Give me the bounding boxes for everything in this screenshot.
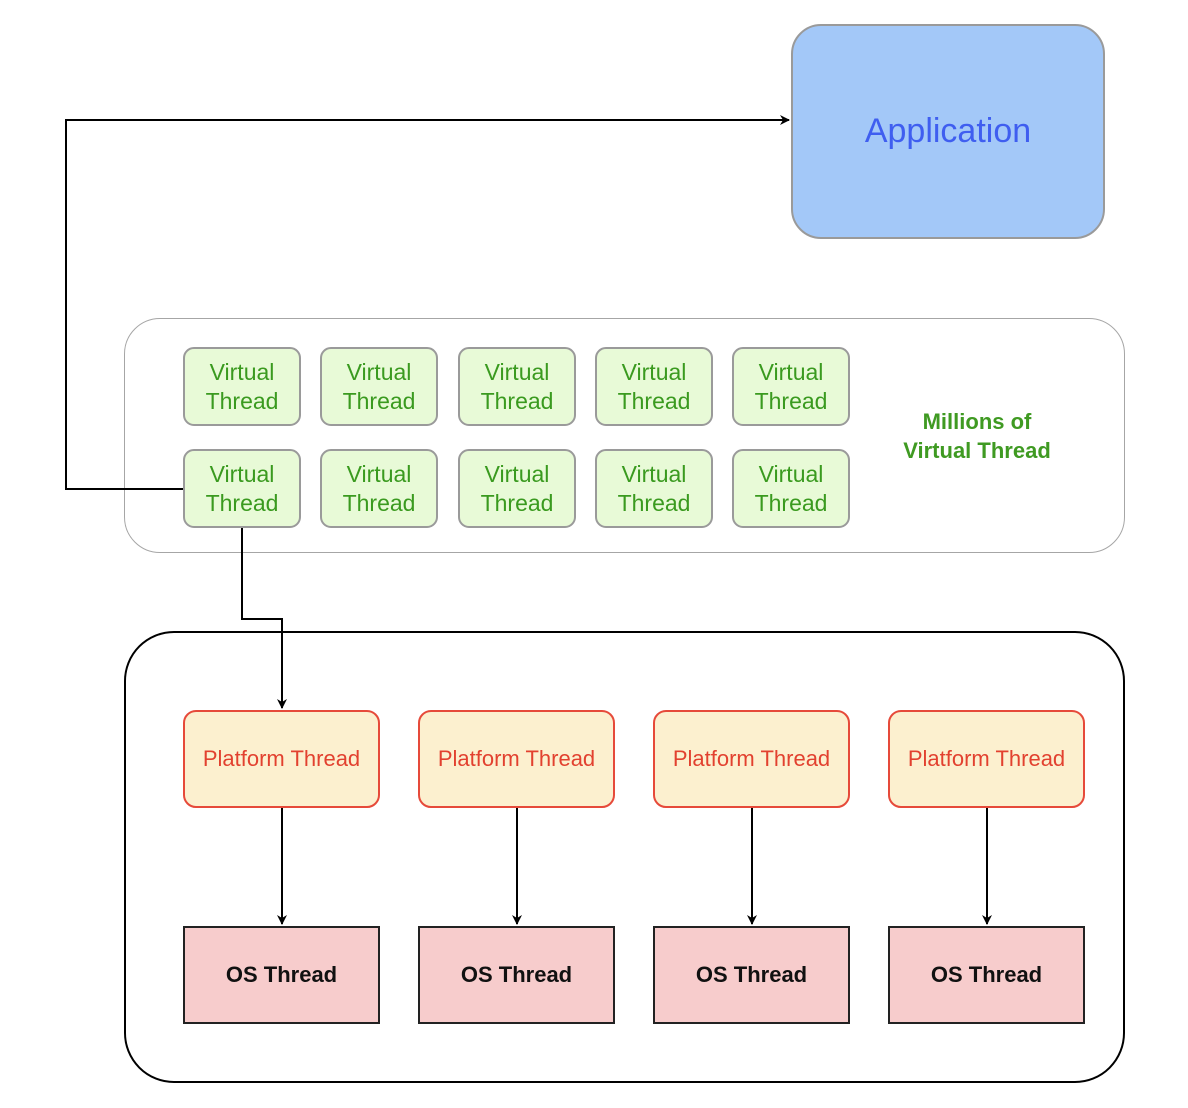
os-thread-label: OS Thread — [225, 962, 338, 987]
application-box: Application — [791, 24, 1105, 239]
os-thread-box: OS Thread — [418, 926, 615, 1024]
virtual-thread-label: Virtual — [346, 460, 412, 487]
virtual-thread-label: Thread — [617, 387, 691, 414]
virtual-thread-label: Virtual — [209, 460, 275, 487]
virtual-thread-label: Virtual — [484, 460, 550, 487]
virtual-thread-label: Virtual — [484, 358, 550, 385]
os-thread-box: OS Thread — [888, 926, 1085, 1024]
virtual-thread-label: Thread — [342, 387, 416, 414]
os-thread-label: OS Thread — [460, 962, 573, 987]
os-thread-label: OS Thread — [695, 962, 808, 987]
virtual-thread-label: Thread — [205, 489, 279, 516]
virtual-thread-label: Virtual — [209, 358, 275, 385]
virtual-thread-label: Virtual — [758, 358, 824, 385]
os-thread-label: OS Thread — [930, 962, 1043, 987]
platform-thread-box: Platform Thread — [888, 710, 1085, 808]
platform-thread-box: Platform Thread — [418, 710, 615, 808]
virtual-thread-label: Thread — [754, 489, 828, 516]
virtual-thread-label: Thread — [480, 387, 554, 414]
virtual-thread-label: Virtual — [758, 460, 824, 487]
millions-of-virtual-thread-note: Millions of Virtual Thread — [903, 409, 1051, 463]
application-label: Application — [864, 112, 1032, 150]
platform-thread-label: Platform Thread — [437, 746, 596, 771]
platform-thread-label: Platform Thread — [202, 746, 361, 771]
platform-thread-label: Platform Thread — [672, 746, 831, 771]
virtual-thread-label: Thread — [342, 489, 416, 516]
platform-thread-label: Platform Thread — [907, 746, 1066, 771]
platform-thread-box: Platform Thread — [653, 710, 850, 808]
virtual-thread-label: Thread — [205, 387, 279, 414]
virtual-thread-label: Thread — [480, 489, 554, 516]
os-thread-box: OS Thread — [183, 926, 380, 1024]
virtual-thread-label: Virtual — [346, 358, 412, 385]
os-thread-box: OS Thread — [653, 926, 850, 1024]
virtual-thread-label: Thread — [617, 489, 691, 516]
virtual-thread-label: Thread — [754, 387, 828, 414]
virtual-thread-label: Virtual — [621, 358, 687, 385]
virtual-thread-label: Virtual — [621, 460, 687, 487]
platform-thread-box: Platform Thread — [183, 710, 380, 808]
